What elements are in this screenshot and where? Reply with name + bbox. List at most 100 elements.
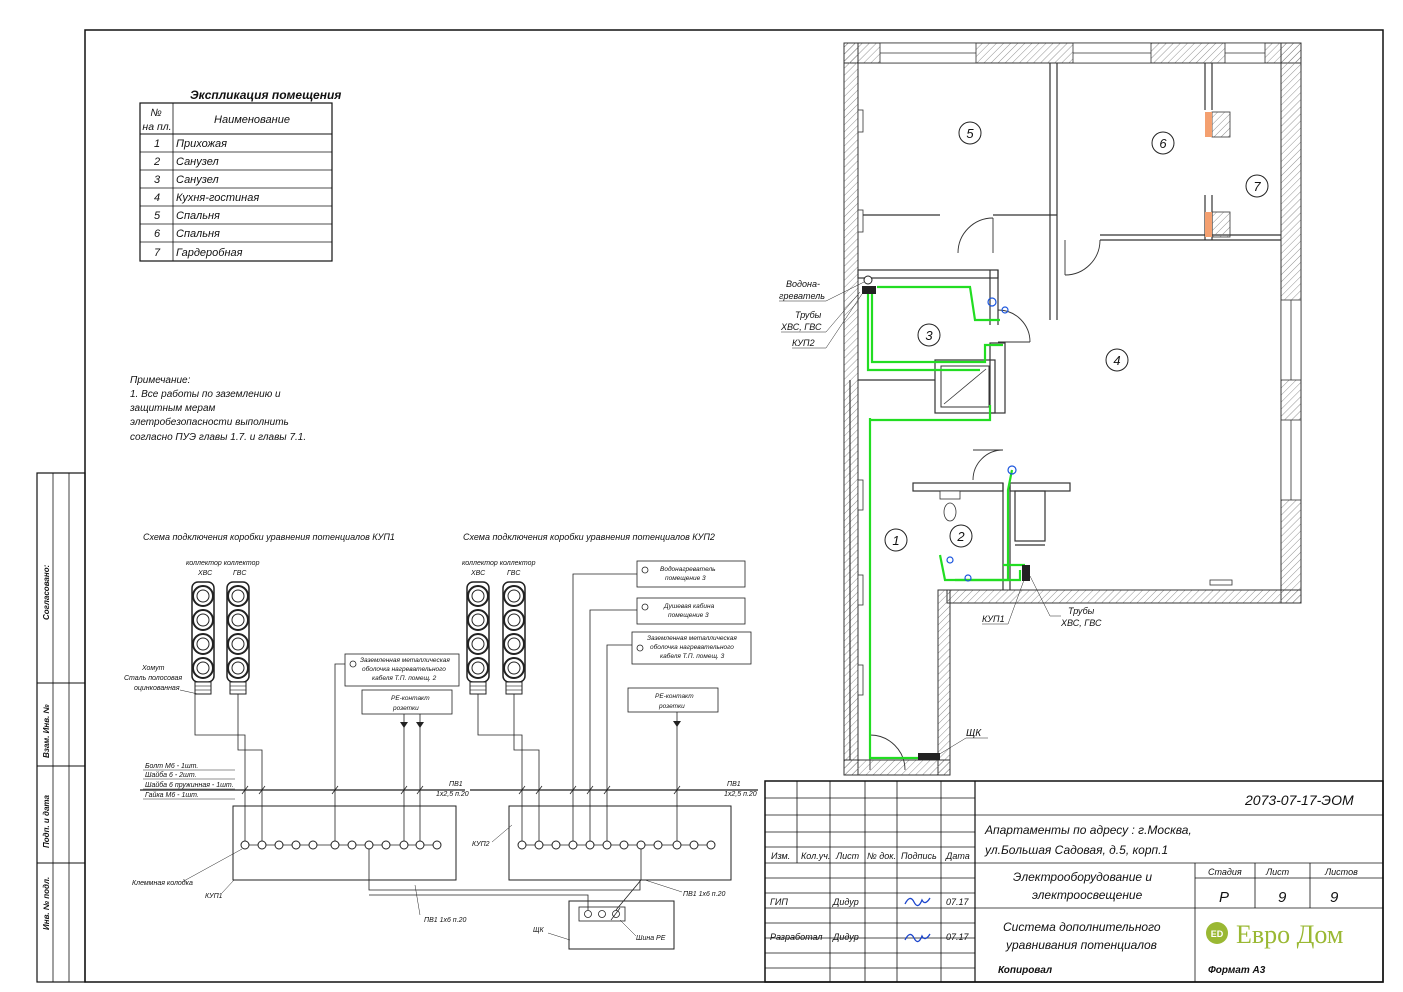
collector-gvs-2 <box>503 582 525 694</box>
svg-text:Дата: Дата <box>945 851 970 861</box>
svg-text:Клеммная колодка: Клеммная колодка <box>132 879 193 887</box>
svg-text:Санузел: Санузел <box>176 174 219 186</box>
svg-text:Апартаменты по адресу : г.Моск: Апартаменты по адресу : г.Москва, <box>984 823 1192 837</box>
svg-text:1: 1 <box>154 138 160 150</box>
shk-box <box>918 753 940 760</box>
svg-text:Заземленная металлическая: Заземленная металлическая <box>360 657 450 664</box>
svg-text:ГИП: ГИП <box>770 897 788 907</box>
svg-text:КУП2: КУП2 <box>472 841 490 848</box>
svg-text:Евро Дом: Евро Дом <box>1236 920 1343 949</box>
svg-text:Разработал: Разработал <box>770 932 822 942</box>
water-heater-icon <box>863 275 873 285</box>
kup1-box <box>1022 565 1030 581</box>
svg-text:Шина PE: Шина PE <box>636 935 666 942</box>
svg-text:Система дополнительного: Система дополнительного <box>1003 920 1161 934</box>
svg-text:ГВС: ГВС <box>507 570 521 577</box>
svg-text:оцинкованная: оцинкованная <box>134 685 180 692</box>
svg-text:согласно ПУЭ главы 1.7. и глав: согласно ПУЭ главы 1.7. и главы 7.1. <box>130 432 306 443</box>
scheme2-title: Схема подключения коробки уравнения поте… <box>463 532 715 542</box>
svg-text:коллектор коллектор: коллектор коллектор <box>462 560 536 567</box>
scheme-kup2: Схема подключения коробки уравнения поте… <box>369 532 758 950</box>
svg-text:защитным мерам: защитным мерам <box>129 403 216 414</box>
explication-table: Экспликация помещения № на пл. Наименова… <box>139 88 341 262</box>
svg-text:Электрооборудование и: Электрооборудование и <box>1013 870 1152 884</box>
svg-text:Трубы: Трубы <box>795 310 822 320</box>
svg-text:Шайба 6 - 2шт.: Шайба 6 - 2шт. <box>145 771 197 779</box>
svg-text:на пл.: на пл. <box>142 121 171 133</box>
svg-text:греватель: греватель <box>779 291 825 301</box>
svg-text:Стадия: Стадия <box>1208 867 1242 877</box>
svg-text:розетки: розетки <box>392 705 419 712</box>
svg-text:Дидур: Дидур <box>832 897 859 907</box>
room-label-6: 6 <box>1159 136 1167 151</box>
svg-text:2: 2 <box>153 156 160 168</box>
svg-text:Р: Р <box>1219 889 1229 906</box>
svg-text:КУП1: КУП1 <box>205 893 223 900</box>
svg-text:ЩК: ЩК <box>966 728 982 739</box>
svg-text:ED: ED <box>1211 929 1224 939</box>
svg-text:кабеля Т.П. помещ. 3: кабеля Т.П. помещ. 3 <box>660 652 725 660</box>
svg-text:Болт М6 - 1шт.: Болт М6 - 1шт. <box>145 763 198 770</box>
note: Примечание: 1. Все работы по заземлению … <box>129 375 306 443</box>
svg-text:6: 6 <box>154 228 161 240</box>
svg-text:7: 7 <box>154 247 161 259</box>
svg-text:Примечание:: Примечание: <box>130 375 191 386</box>
svg-text:Шайба 6 пружинная - 1шт.: Шайба 6 пружинная - 1шт. <box>145 781 234 789</box>
svg-text:Сталь полосовая: Сталь полосовая <box>124 675 182 682</box>
svg-text:07.17: 07.17 <box>946 932 970 942</box>
svg-text:Изм.: Изм. <box>771 851 790 861</box>
svg-text:PE-контакт: PE-контакт <box>655 693 694 700</box>
room-label-4: 4 <box>1113 353 1120 368</box>
svg-text:Наименование: Наименование <box>214 114 290 126</box>
signature-dev <box>904 933 931 943</box>
collector-gvs-1 <box>227 582 249 694</box>
svg-text:ХВС: ХВС <box>470 570 486 577</box>
svg-text:1. Все работы по заземлению и: 1. Все работы по заземлению и <box>130 388 281 400</box>
svg-text:Водона-: Водона- <box>786 279 820 289</box>
svg-text:Кол.уч.: Кол.уч. <box>801 851 830 861</box>
svg-text:9: 9 <box>1330 889 1339 906</box>
svg-text:Водонагреватель: Водонагреватель <box>660 565 716 573</box>
room-label-5: 5 <box>966 126 974 141</box>
side-stamp: Согласовано: Взам. Инв. № Подп. и дата И… <box>36 472 86 983</box>
svg-text:Кухня-гостиная: Кухня-гостиная <box>176 192 259 204</box>
svg-text:4: 4 <box>154 192 160 204</box>
room-label-1: 1 <box>892 533 899 548</box>
svg-text:ПВ1 1х6 п.20: ПВ1 1х6 п.20 <box>424 917 467 924</box>
svg-text:Прихожая: Прихожая <box>176 138 227 150</box>
svg-text:№ док.: № док. <box>867 851 896 861</box>
drawing-code: 2073-07-17-ЭОМ <box>1244 792 1354 808</box>
svg-text:Листов: Листов <box>1324 867 1358 877</box>
svg-text:уравнивания потенциалов: уравнивания потенциалов <box>1005 938 1157 952</box>
svg-text:1х2,5 п.20: 1х2,5 п.20 <box>724 791 757 798</box>
svg-text:кабеля Т.П. помещ. 2: кабеля Т.П. помещ. 2 <box>372 674 437 682</box>
grounding-wires <box>866 285 1025 760</box>
svg-text:Хомут: Хомут <box>141 665 165 672</box>
stamp-sign-date: Подп. и дата <box>42 794 51 848</box>
svg-text:оболочка нагревательного: оболочка нагревательного <box>362 665 446 673</box>
kup2-box <box>862 286 876 294</box>
svg-text:ХВС, ГВС: ХВС, ГВС <box>1060 618 1102 628</box>
svg-text:помещение 3: помещение 3 <box>665 575 706 582</box>
room-label-3: 3 <box>925 328 933 343</box>
scheme1-title: Схема подключения коробки уравнения поте… <box>143 532 395 542</box>
svg-text:КУП1: КУП1 <box>982 614 1005 624</box>
svg-text:Подпись: Подпись <box>901 851 937 861</box>
svg-text:ХВС: ХВС <box>197 570 213 577</box>
scheme-kup1: Схема подключения коробки уравнения поте… <box>124 532 641 924</box>
svg-text:Гайка М6 - 1шт.: Гайка М6 - 1шт. <box>145 791 199 799</box>
svg-text:Санузел: Санузел <box>176 156 219 168</box>
stamp-inv-orig: Инв. № подл. <box>42 877 51 930</box>
svg-text:№: № <box>150 107 161 119</box>
svg-text:Душевая кабина: Душевая кабина <box>663 602 715 610</box>
svg-text:ГВС: ГВС <box>233 570 247 577</box>
svg-text:PE-контакт: PE-контакт <box>391 695 430 702</box>
svg-text:ПВ1: ПВ1 <box>449 781 463 788</box>
title-block: 2073-07-17-ЭОМ Апартаменты по адресу : г… <box>764 780 1384 983</box>
svg-text:Спальня: Спальня <box>176 228 220 240</box>
svg-text:коллектор коллектор: коллектор коллектор <box>186 560 260 567</box>
svg-text:оболочка нагревательного: оболочка нагревательного <box>650 643 734 651</box>
svg-text:3: 3 <box>154 174 161 186</box>
stamp-replace-inv: Взам. Инв. № <box>42 703 51 758</box>
